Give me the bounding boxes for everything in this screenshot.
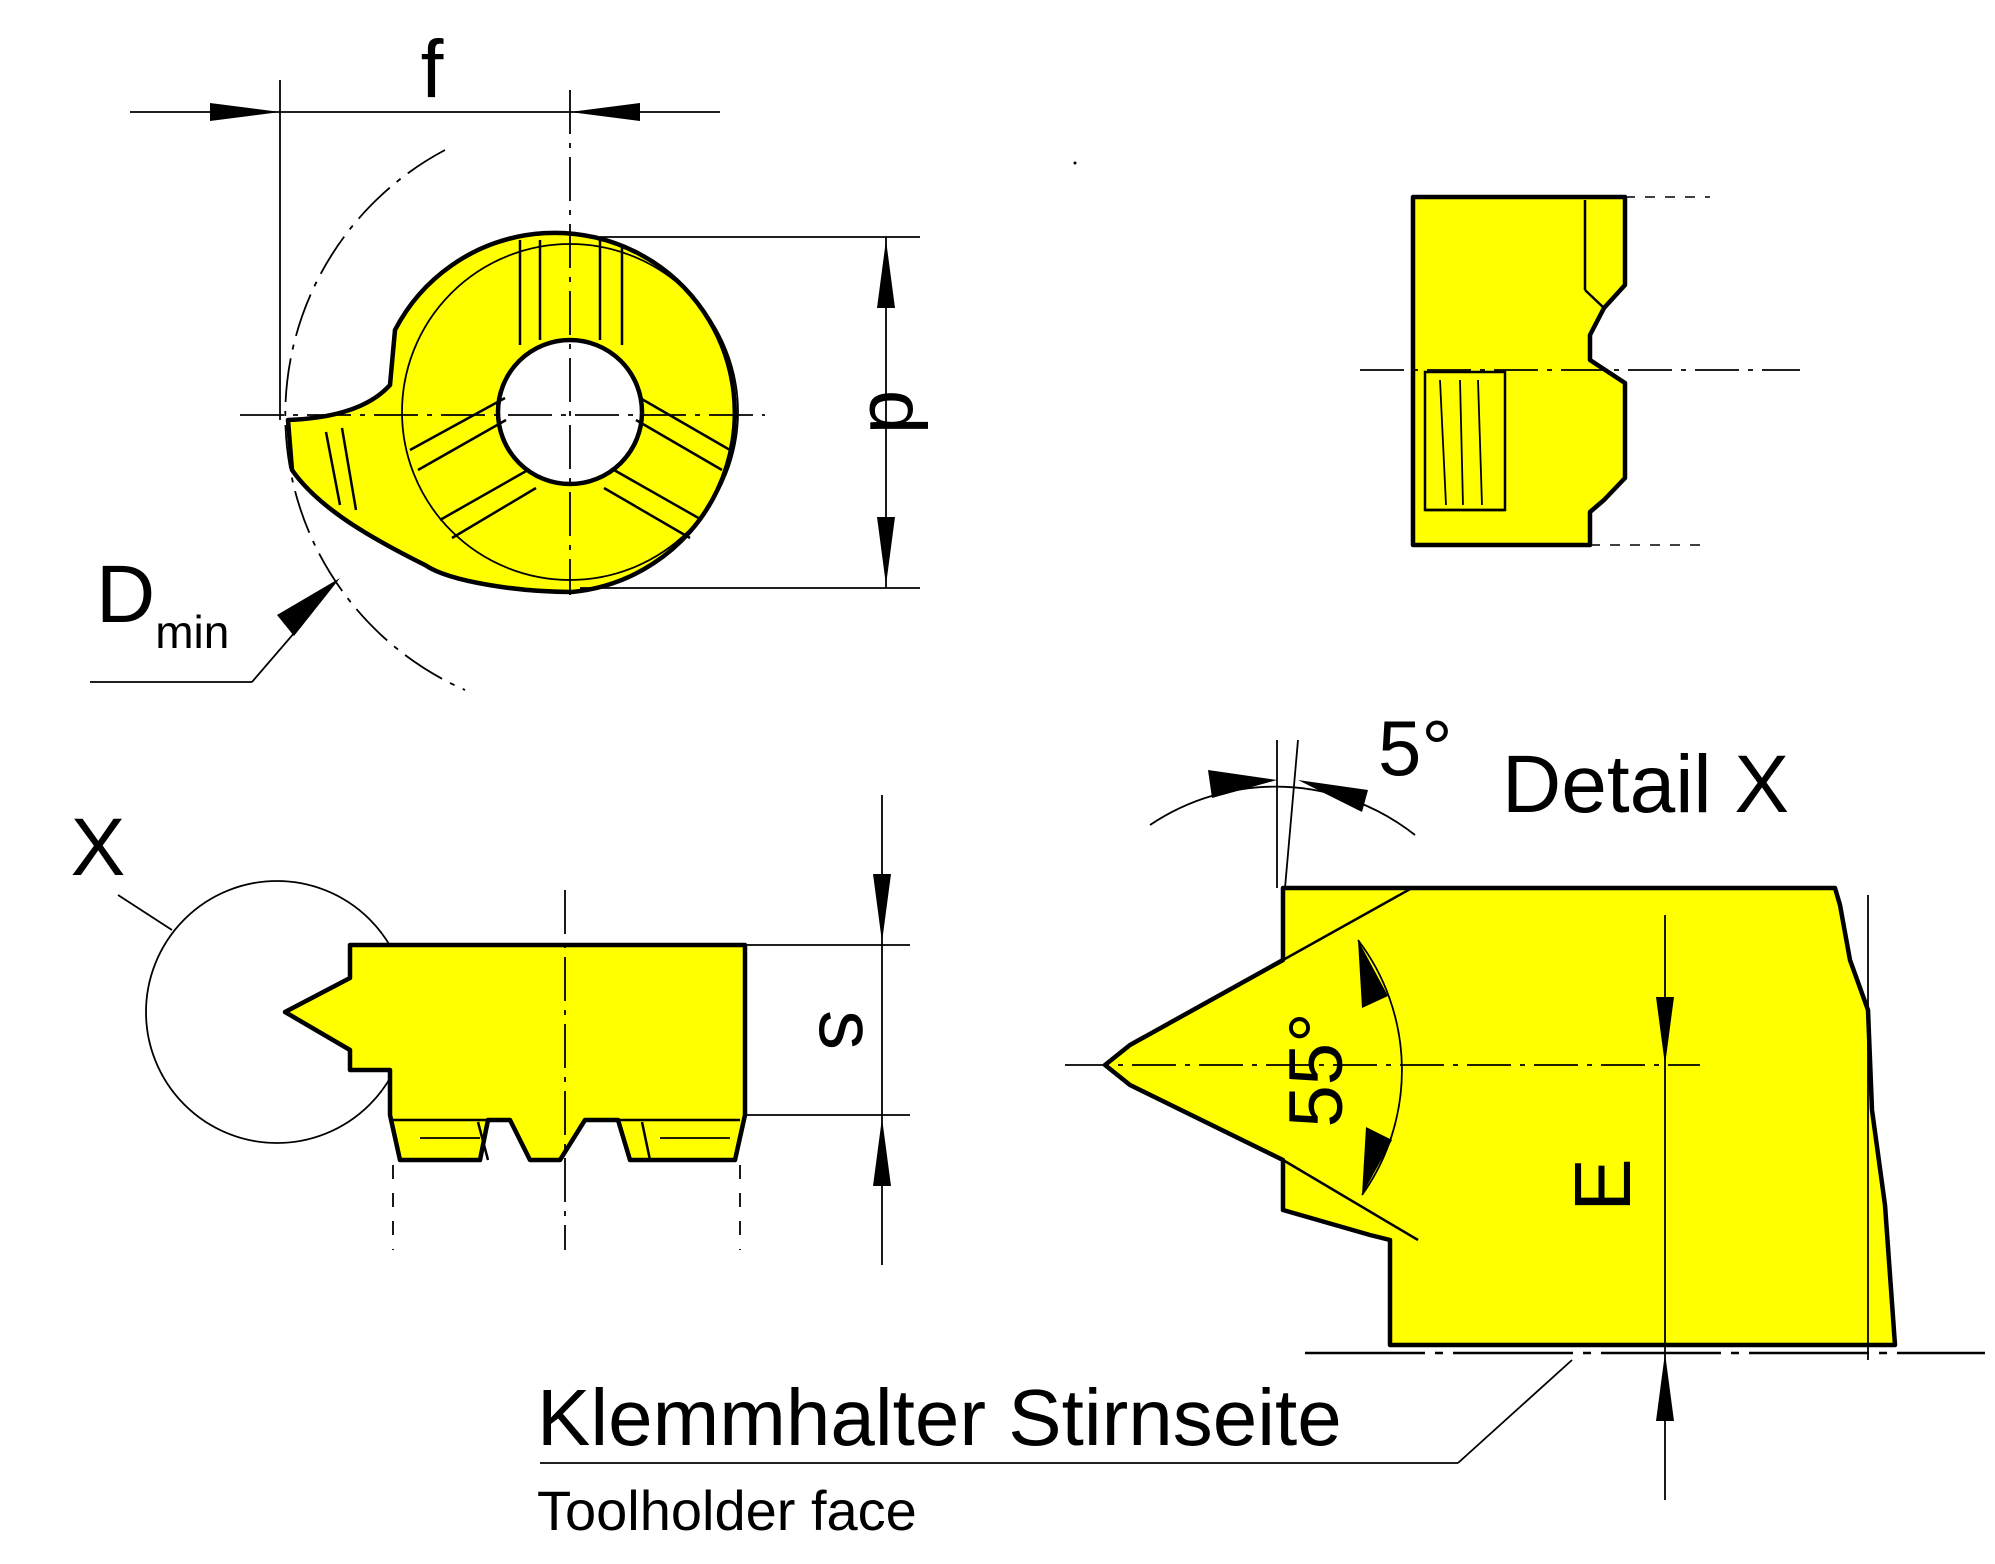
label-d-min-main: D (96, 549, 155, 640)
label-f: f (421, 24, 444, 115)
front-view (90, 80, 920, 691)
label-55-degree: 55° (1274, 1013, 1359, 1128)
label-s: s (803, 1010, 892, 1050)
label-toolholder-en: Toolholder face (537, 1479, 917, 1542)
side-view (1360, 194, 1800, 548)
label-x: X (71, 802, 126, 893)
flute-lower-right (603, 396, 731, 540)
flute-lower-left (409, 396, 537, 540)
label-d: d (853, 390, 942, 435)
d-min-arc (284, 149, 466, 691)
label-5-degree: 5° (1378, 704, 1453, 792)
label-d-min-sub: min (155, 606, 229, 658)
insert-body-top (282, 942, 748, 1163)
insert-body-detail (1102, 885, 1898, 1348)
detail-view (540, 739, 1985, 1500)
flute-top (518, 240, 624, 345)
label-detail-x: Detail X (1502, 739, 1789, 830)
label-d-min: Dmin (96, 549, 229, 658)
top-view (117, 795, 910, 1265)
label-toolholder-de: Klemmhalter Stirnseite (537, 1373, 1342, 1462)
label-e: E (1558, 1158, 1647, 1211)
